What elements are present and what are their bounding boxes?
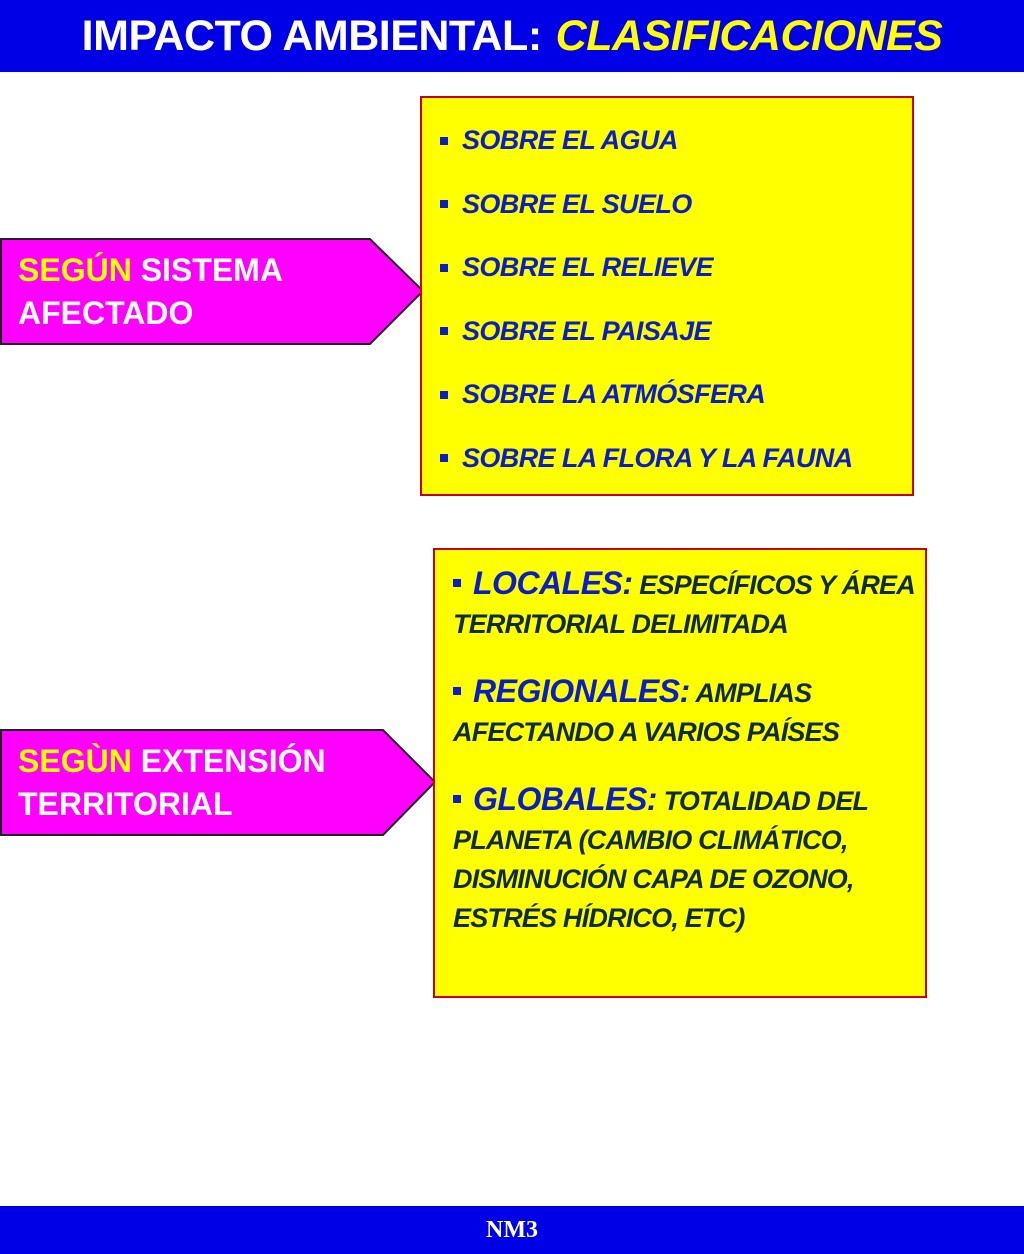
arrow-label-sistema-afectado: SEGÚN SISTEMA AFECTADO xyxy=(18,249,283,335)
square-bullet-icon xyxy=(440,200,448,209)
arrow-text-2b: TERRITORIAL xyxy=(18,786,233,822)
list-item: REGIONALES: AMPLIAS AFECTANDO A VARIOS P… xyxy=(453,672,915,752)
arrow-extension-territorial xyxy=(0,729,437,836)
item-heading: LOCALES: xyxy=(473,565,633,601)
list-item: SOBRE LA FLORA Y LA FAUNA xyxy=(440,426,912,492)
square-bullet-icon xyxy=(440,136,448,145)
square-bullet-icon xyxy=(440,390,448,399)
arrow-text-2a: EXTENSIÓN xyxy=(140,743,326,779)
arrow-text-1b: AFECTADO xyxy=(18,295,194,331)
arrow-sistema-afectado xyxy=(0,238,425,345)
square-bullet-icon xyxy=(453,578,461,587)
list-item: SOBRE EL SUELO xyxy=(440,172,912,238)
list-item: GLOBALES: TOTALIDAD DEL PLANETA (CAMBIO … xyxy=(453,780,915,938)
title-bar: IMPACTO AMBIENTAL: CLASIFICACIONES xyxy=(0,0,1024,72)
arrow-keyword-1: SEGÚN xyxy=(18,252,132,288)
square-bullet-icon xyxy=(440,454,448,463)
box-extension-territorial: LOCALES: ESPECÍFICOS Y ÁREA TERRITORIAL … xyxy=(433,548,927,998)
item-description: ESPECÍFICOS Y ÁREA TERRITORIAL DELIMITAD… xyxy=(453,570,915,639)
footer-bar: NM3 xyxy=(0,1206,1024,1254)
list-item: SOBRE LA ATMÓSFERA xyxy=(440,362,912,428)
box-sistema-afectado: SOBRE EL AGUA SOBRE EL SUELO SOBRE EL RE… xyxy=(420,96,914,496)
item-description: TOTALIDAD DEL PLANETA (CAMBIO CLIMÁTICO,… xyxy=(453,786,869,933)
arrow-keyword-2: SEGÙN xyxy=(18,743,132,779)
page-title: IMPACTO AMBIENTAL: xyxy=(81,11,542,60)
square-bullet-icon xyxy=(440,327,448,336)
list-item: SOBRE EL PAISAJE xyxy=(440,299,912,365)
list-item: SOBRE EL RELIEVE xyxy=(440,235,912,301)
footer-label: NM3 xyxy=(486,1216,538,1243)
list-item: LOCALES: ESPECÍFICOS Y ÁREA TERRITORIAL … xyxy=(453,564,915,644)
page-title-highlight: CLASIFICACIONES xyxy=(555,11,943,60)
item-heading: REGIONALES: xyxy=(473,673,690,709)
square-bullet-icon xyxy=(453,794,461,803)
square-bullet-icon xyxy=(440,263,448,272)
list-item: SOBRE EL AGUA xyxy=(440,108,912,174)
arrow-text-1a: SISTEMA xyxy=(140,252,283,288)
item-heading: GLOBALES: xyxy=(473,781,657,817)
square-bullet-icon xyxy=(453,686,461,695)
item-description: AMPLIAS AFECTANDO A VARIOS PAÍSES xyxy=(453,678,840,747)
arrow-label-extension-territorial: SEGÙN EXTENSIÓN TERRITORIAL xyxy=(18,740,326,826)
